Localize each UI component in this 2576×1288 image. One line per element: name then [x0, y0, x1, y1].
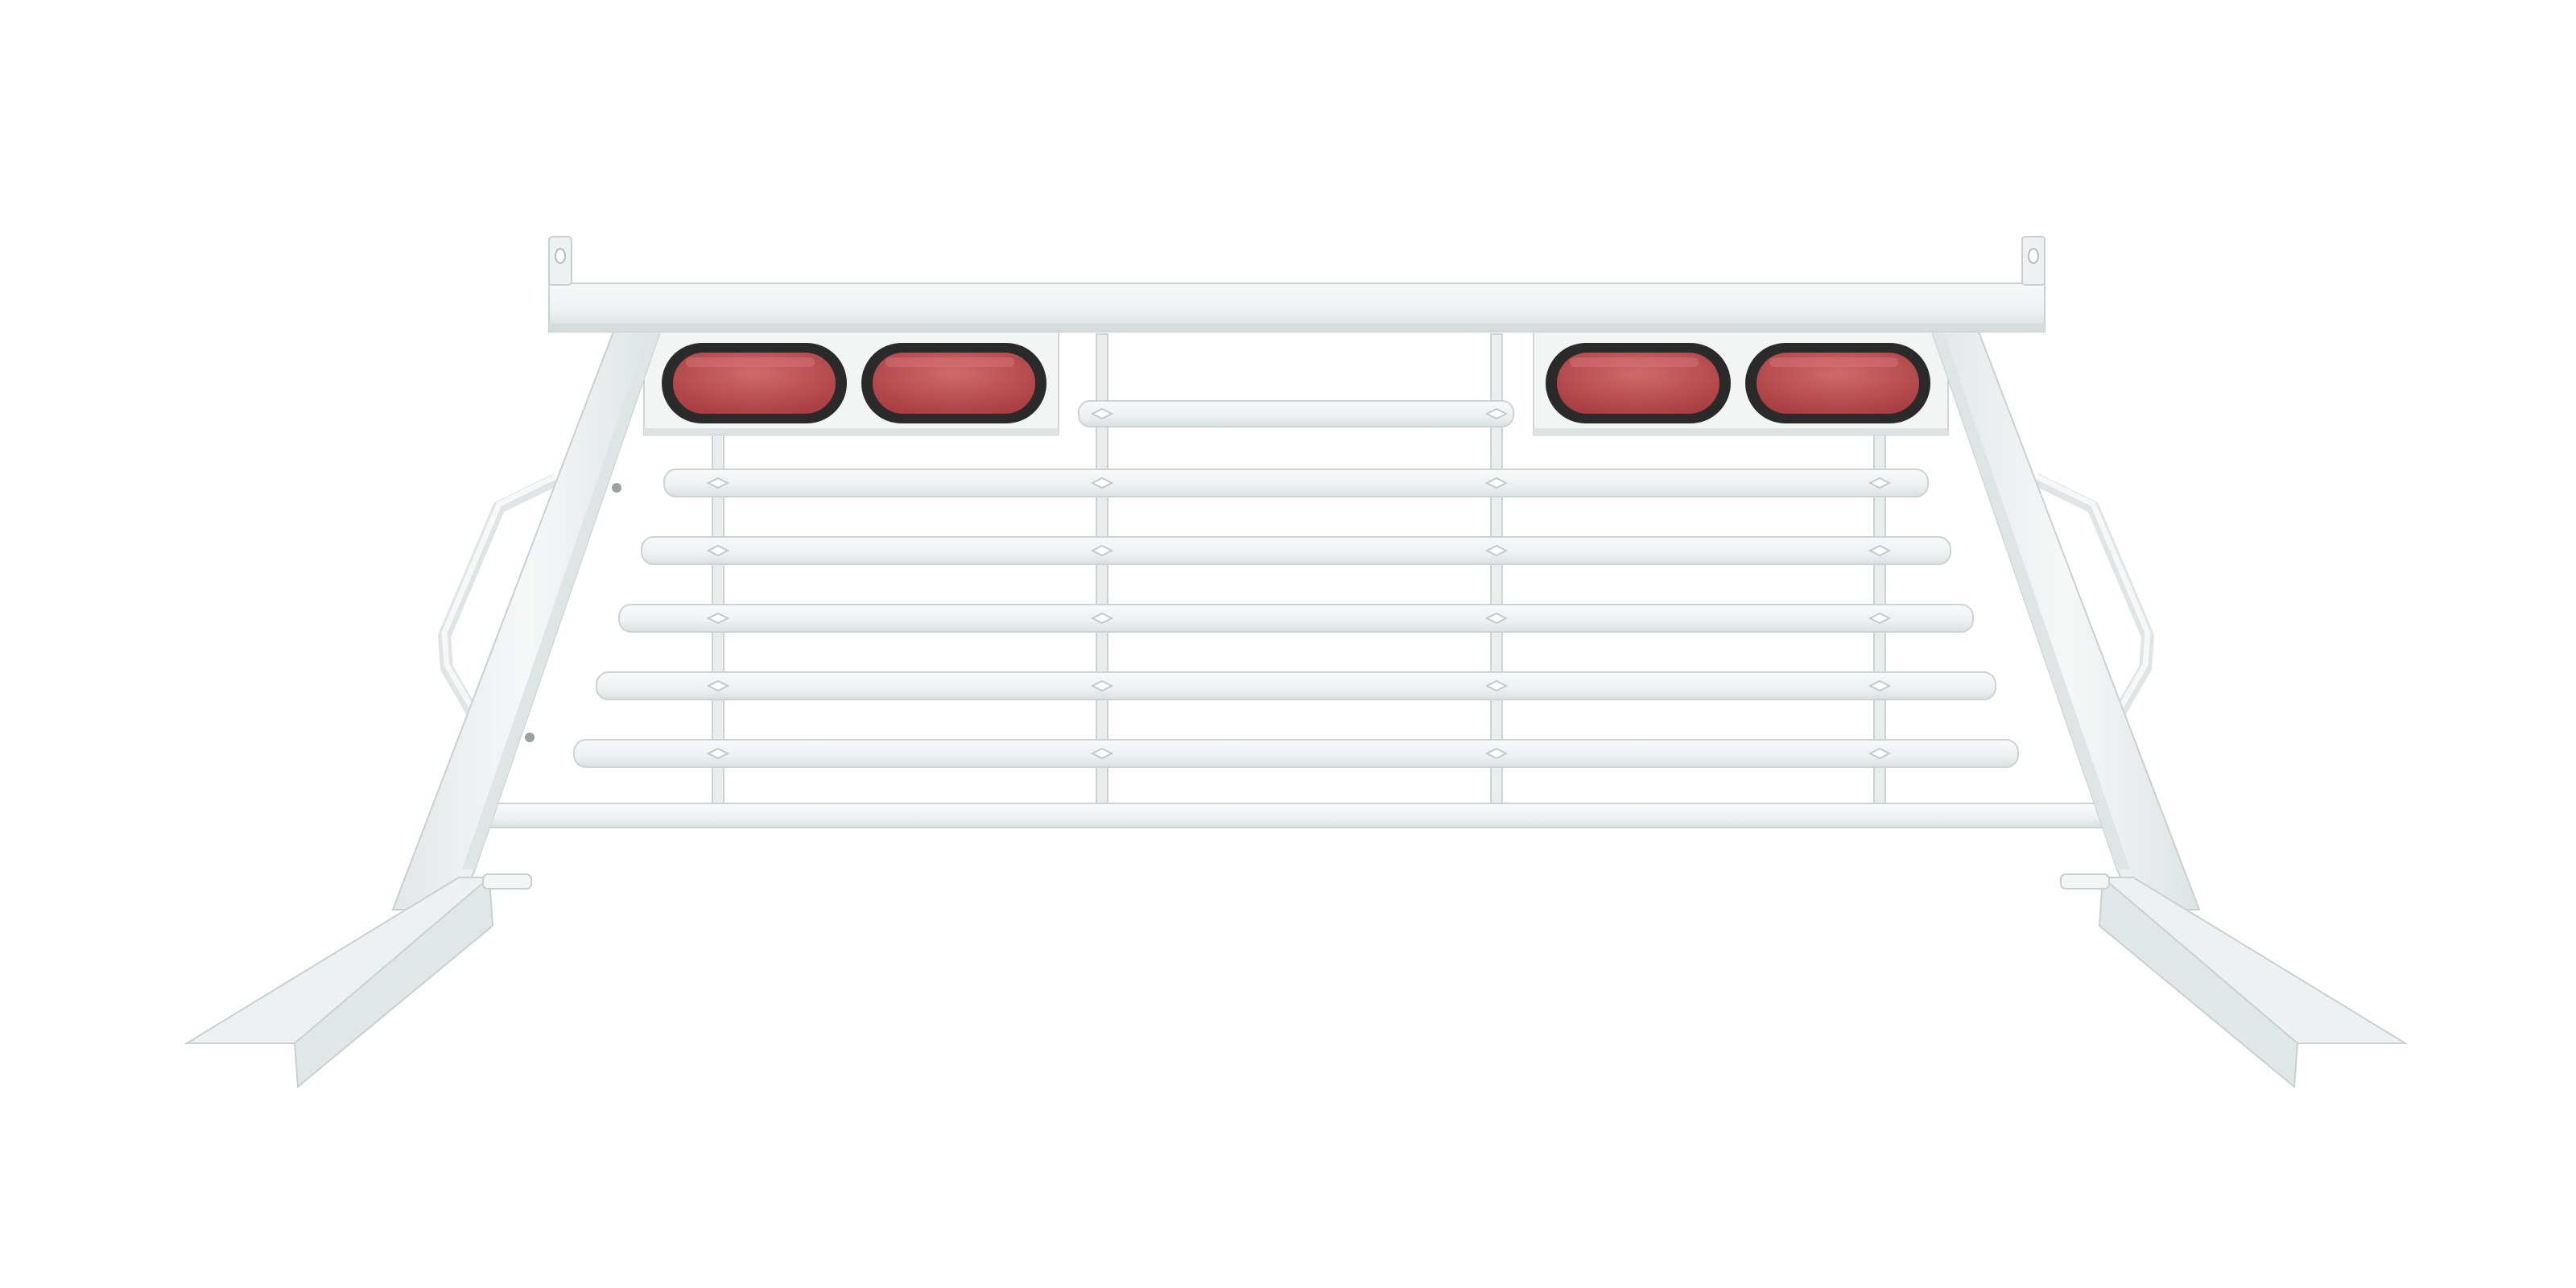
weld-joints: [706, 407, 1892, 760]
mounting-tab-right: [2021, 236, 2046, 286]
bottom-rail: [478, 803, 2114, 828]
tail-lamp: [662, 343, 847, 423]
tail-lamp: [1745, 343, 1930, 423]
crossbar-top-center: [1078, 400, 1514, 427]
crossbars: [573, 469, 2019, 768]
crossbar: [573, 739, 2019, 768]
bolts: [525, 483, 621, 742]
crossbar: [641, 536, 1951, 565]
grab-handle-left-highlight: [441, 473, 557, 715]
top-header-bar: [548, 283, 2046, 332]
tail-lamp: [1546, 343, 1731, 423]
mounting-tab-left: [548, 236, 572, 286]
grab-handle-right-highlight: [2035, 473, 2151, 715]
tail-lamp: [861, 343, 1046, 423]
crossbar: [663, 469, 1929, 497]
crossbar: [618, 604, 1974, 633]
mount-foot-right: [2060, 873, 2409, 1089]
mount-foot-left: [184, 873, 532, 1089]
crossbar: [596, 671, 1996, 700]
